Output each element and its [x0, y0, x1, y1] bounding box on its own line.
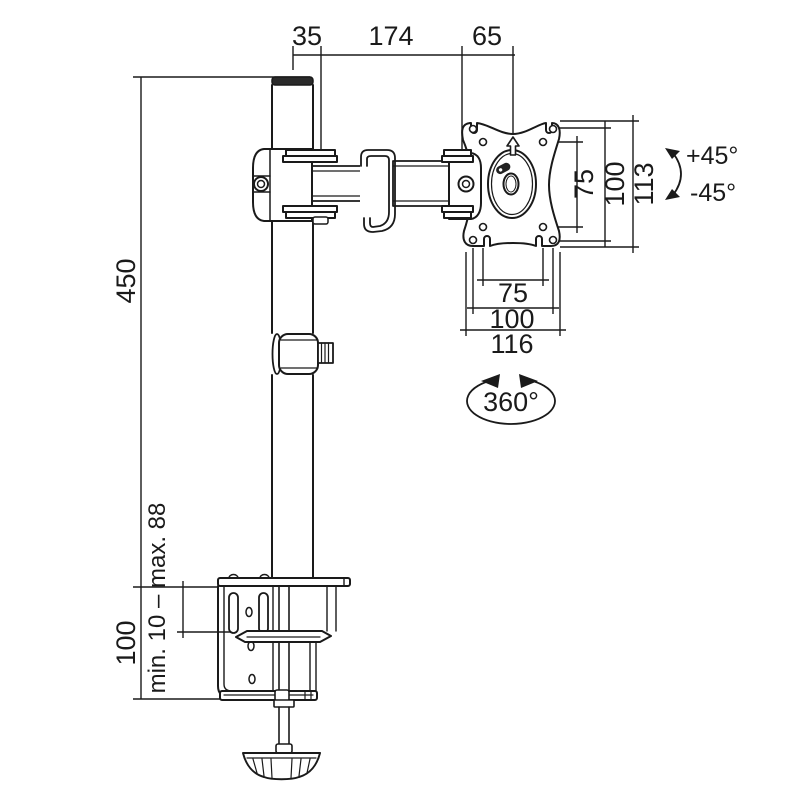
dim-vesa-right-75-label: 75: [569, 169, 599, 199]
vesa-hole-outer-tr: [548, 124, 558, 134]
vesa-hole-inner-bl: [478, 222, 488, 232]
vesa-hole-outer-br: [548, 235, 558, 245]
swivel-rotation-icon: [466, 374, 556, 425]
vesa-plate-details: [468, 124, 558, 245]
clamp-hole-3: [248, 673, 256, 685]
pole: [271, 76, 314, 579]
tilt-arc: [672, 152, 682, 196]
clamp-top-plate: [217, 577, 351, 587]
swivel-arrowhead-left-icon: [481, 374, 500, 388]
vesa-hole-outer-tl: [468, 124, 478, 134]
tilt-down-label: -45°: [690, 179, 736, 207]
tilt-arrowhead-up-icon: [665, 148, 680, 159]
height-adjust-collar: [271, 333, 334, 375]
dim-top-35-label: 35: [292, 21, 322, 51]
dim-left-450-label: 450: [111, 258, 141, 303]
tilt-up-label: +45°: [686, 142, 738, 170]
arm-sleeve: [392, 160, 451, 207]
arm-collar: [252, 148, 338, 225]
vesa-hole-inner-br: [538, 222, 548, 232]
tilt-rotation-icon: [665, 148, 682, 200]
dim-vesa-bottom-116-label: 116: [490, 329, 533, 359]
dim-vesa-bottom-75-label: 75: [498, 278, 528, 308]
arm-tube: [311, 160, 451, 207]
dim-vesa-right-100-label: 100: [600, 161, 630, 206]
pole-cap: [271, 76, 314, 86]
vesa-keyhole-icon: [496, 162, 511, 175]
swivel-ellipse: [466, 379, 556, 425]
desk-clamp: [217, 573, 351, 781]
dim-top-174-label: 174: [368, 21, 413, 51]
dim-vesa-bottom-100-label: 100: [489, 304, 534, 334]
dim-vesa-right-113-label: 113: [629, 162, 659, 205]
vesa-fork-joint: [441, 149, 482, 220]
clamp-slot-left: [228, 592, 239, 634]
tilt-arrowhead-down-icon: [665, 189, 680, 200]
swivel-label: 360°: [483, 387, 539, 417]
vesa-hole-inner-tl: [478, 137, 488, 147]
fork-screw-icon: [457, 175, 475, 193]
clamp-slot-right: [258, 592, 269, 634]
up-arrow-icon: [506, 136, 520, 156]
cable-clip: [360, 148, 396, 233]
dim-left-100-label: 100: [111, 620, 141, 665]
vesa-hole-inner-tr: [538, 137, 548, 147]
clamp-hole-1: [245, 606, 253, 618]
mount-drawing: [217, 76, 561, 781]
swivel-arrowhead-right-icon: [519, 374, 538, 388]
vesa-hole-outer-bl: [468, 235, 478, 245]
dim-top-65-label: 65: [472, 21, 502, 51]
collar-screw-icon: [253, 176, 269, 192]
dim-clamp-range-label: min. 10 – max. 88: [144, 503, 171, 694]
dimension-lines: [133, 46, 639, 700]
